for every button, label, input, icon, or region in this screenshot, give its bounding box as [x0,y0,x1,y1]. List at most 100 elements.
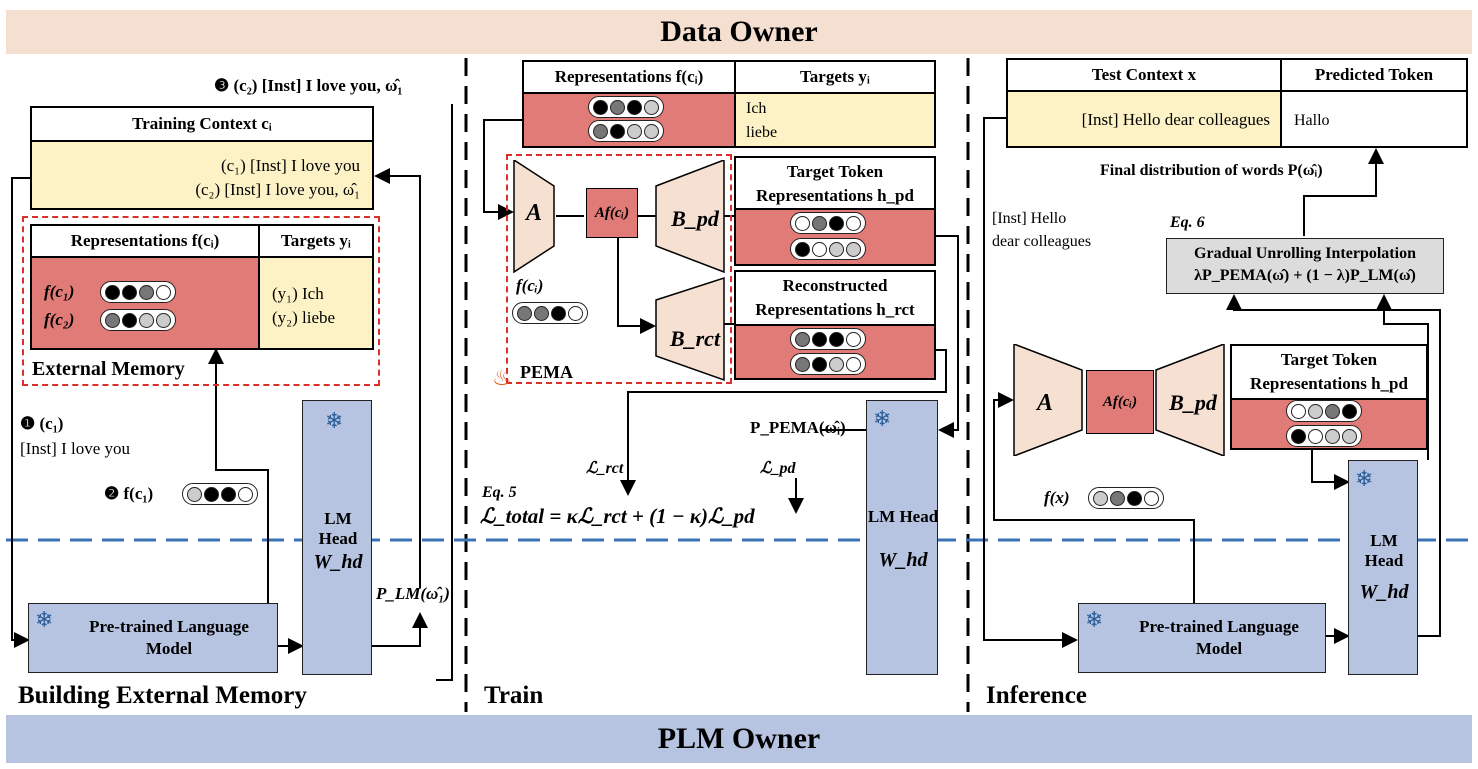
gui-title: Gradual Unrolling Interpolation [1194,245,1416,262]
predicted-token-text: Hallo [1294,112,1330,129]
train-targets-header: Targets yᵢ [734,60,936,94]
w-hd-train: W_hd [878,549,928,571]
step3-label: ❸ (c₂) [Inst] I love you, ω̂₁ [214,76,403,95]
plm-owner-band: PLM Owner [6,715,1472,763]
test-context-text: [Inst] Hello dear colleagues [1081,110,1270,129]
training-context-body: (c₁) [Inst] I love you (c₂) [Inst] I lov… [30,140,374,210]
lm-head-label-inference: LM Head [1364,531,1404,570]
final-distribution-label: Final distribution of words P(ω̂ᵢ) [1100,162,1323,179]
train-targets-cell: Ich liebe [734,92,936,148]
rep1-label: f(c₁) [44,282,75,301]
target1-label: (y₁) Ich [272,284,324,303]
train-ttr2-circles [790,238,866,260]
target2-label: (y₂) liebe [272,308,336,327]
data-owner-label: Data Owner [660,15,818,48]
test-context-header: Test Context x [1006,58,1282,92]
w-hd-building: W_hd [313,551,363,573]
train-rr-header: Reconstructed Representations h_rct [734,270,936,326]
pema-frame [506,154,732,384]
train-rr-title-2: Representations h_rct [755,300,915,319]
lm-head-building: ❄ LM Head W_hd [302,400,372,675]
section-train: Train [484,682,544,709]
inference-af-label: Af(cᵢ) [1102,393,1138,410]
data-owner-band: Data Owner [6,10,1472,54]
decoder-b-rct: B_rct [669,326,721,351]
lm-head-label-train: LM Head [867,507,939,526]
train-rep-header: Representations f(cᵢ) [522,60,736,94]
inference-input-2: dear colleagues [992,233,1092,250]
inference-decoder-b-pd: B_pd [1169,390,1217,415]
training-context-header: Training Context cᵢ [30,106,374,142]
inference-ttr-title-2: Representations h_pd [1250,374,1408,393]
inference-ttr2-circles [1286,425,1362,447]
l-rct-label: ℒ_rct [586,460,624,477]
plm-box-building: ❄ Pre-trained Language Model [28,603,278,673]
training-context-title: Training Context cᵢ [132,114,272,133]
fire-icon: ♨ [492,366,512,391]
train-rr1-circles [790,328,866,350]
eq6-label: Eq. 6 [1170,214,1205,231]
test-context-cell: [Inst] Hello dear colleagues [1006,90,1282,148]
encoder-a: A [525,200,542,226]
section-building: Building External Memory [18,682,307,709]
inference-encoder-a: A [1036,390,1053,416]
train-rr-title-1: Reconstructed [782,276,888,295]
gui-formula: λP_PEMA(ω̂) + (1 − λ)P_LM(ω̂) [1194,267,1416,284]
p-lm-label: P_LM(ω̂₁) [376,584,450,603]
snowflake-icon: ❄ [35,608,54,633]
decoder-b-pd: B_pd [671,206,719,231]
step1-label: ❶ (c₁) [20,414,64,433]
memory-targets-header: Targets yᵢ [258,224,374,258]
snowflake-icon: ❄ [1085,608,1104,633]
plm-box-inference: ❄ Pre-trained Language Model [1078,603,1326,673]
fx-label: f(x) [1044,488,1070,507]
train-rep2-circles [588,120,664,142]
context-line-1: (c₁) [Inst] I love you [220,156,360,175]
pema-shapes [513,160,725,382]
rep1-circles [100,281,176,303]
test-context-header-text: Test Context x [1091,65,1197,84]
step2-circles [182,483,258,505]
pema-label: PEMA [520,362,573,382]
w-hd-inference: W_hd [1359,581,1409,603]
gui-box: Gradual Unrolling Interpolation λP_PEMA(… [1166,238,1444,294]
predicted-token-cell: Hallo [1280,90,1468,148]
rep2-circles [100,309,176,331]
plm-label-building: Pre-trained Language Model [89,617,249,658]
snowflake-icon: ❄ [873,407,892,432]
inference-input-1: [Inst] Hello [992,210,1067,227]
lm-head-train: ❄ LM Head W_hd [866,400,938,675]
fx-circles [1088,487,1164,509]
memory-targets-cell: (y₁) Ich (y₂) liebe [258,256,374,350]
external-memory-frame [22,216,380,386]
train-target1: Ich [746,100,767,117]
eq5-label: Eq. 5 [482,484,517,501]
context-line-2: (c₂) [Inst] I love you, ω̂₁ [195,180,360,199]
snowflake-icon: ❄ [1355,467,1374,492]
step1-text: [Inst] I love you [20,439,131,458]
train-rr2-circles [790,353,866,375]
plm-owner-label: PLM Owner [657,722,821,755]
lm-head-inference: ❄ LM Head W_hd [1348,460,1418,675]
train-ttr1-circles [790,212,866,234]
memory-rep-cell: f(c₁) f(c₂) [30,256,260,350]
train-ttr-header: Target Token Representations h_pd [734,156,936,210]
train-fci-label: f(cᵢ) [516,276,544,295]
af-label: Af(cᵢ) [594,204,630,221]
predicted-token-header-text: Predicted Token [1314,65,1434,84]
p-pema-label: P_PEMA(ω̂ᵢ) [750,418,846,437]
snowflake-icon: ❄ [325,409,344,434]
predicted-token-header: Predicted Token [1280,58,1468,92]
memory-rep-header-text: Representations f(cᵢ) [70,231,220,250]
lm-head-label-building: LM Head [318,509,358,548]
plm-label-inference: Pre-trained Language Model [1139,617,1299,658]
memory-targets-header-text: Targets yᵢ [281,231,351,250]
train-rep-header-text: Representations f(cᵢ) [554,67,704,86]
step2-label: ❷ f(c₁) [104,484,154,503]
train-target2: liebe [746,124,778,141]
memory-rep-header: Representations f(cᵢ) [30,224,260,258]
inference-pema-shapes [1013,344,1225,456]
train-ttr-title-2: Representations h_pd [756,186,914,205]
inference-ttr1-circles [1286,400,1362,422]
